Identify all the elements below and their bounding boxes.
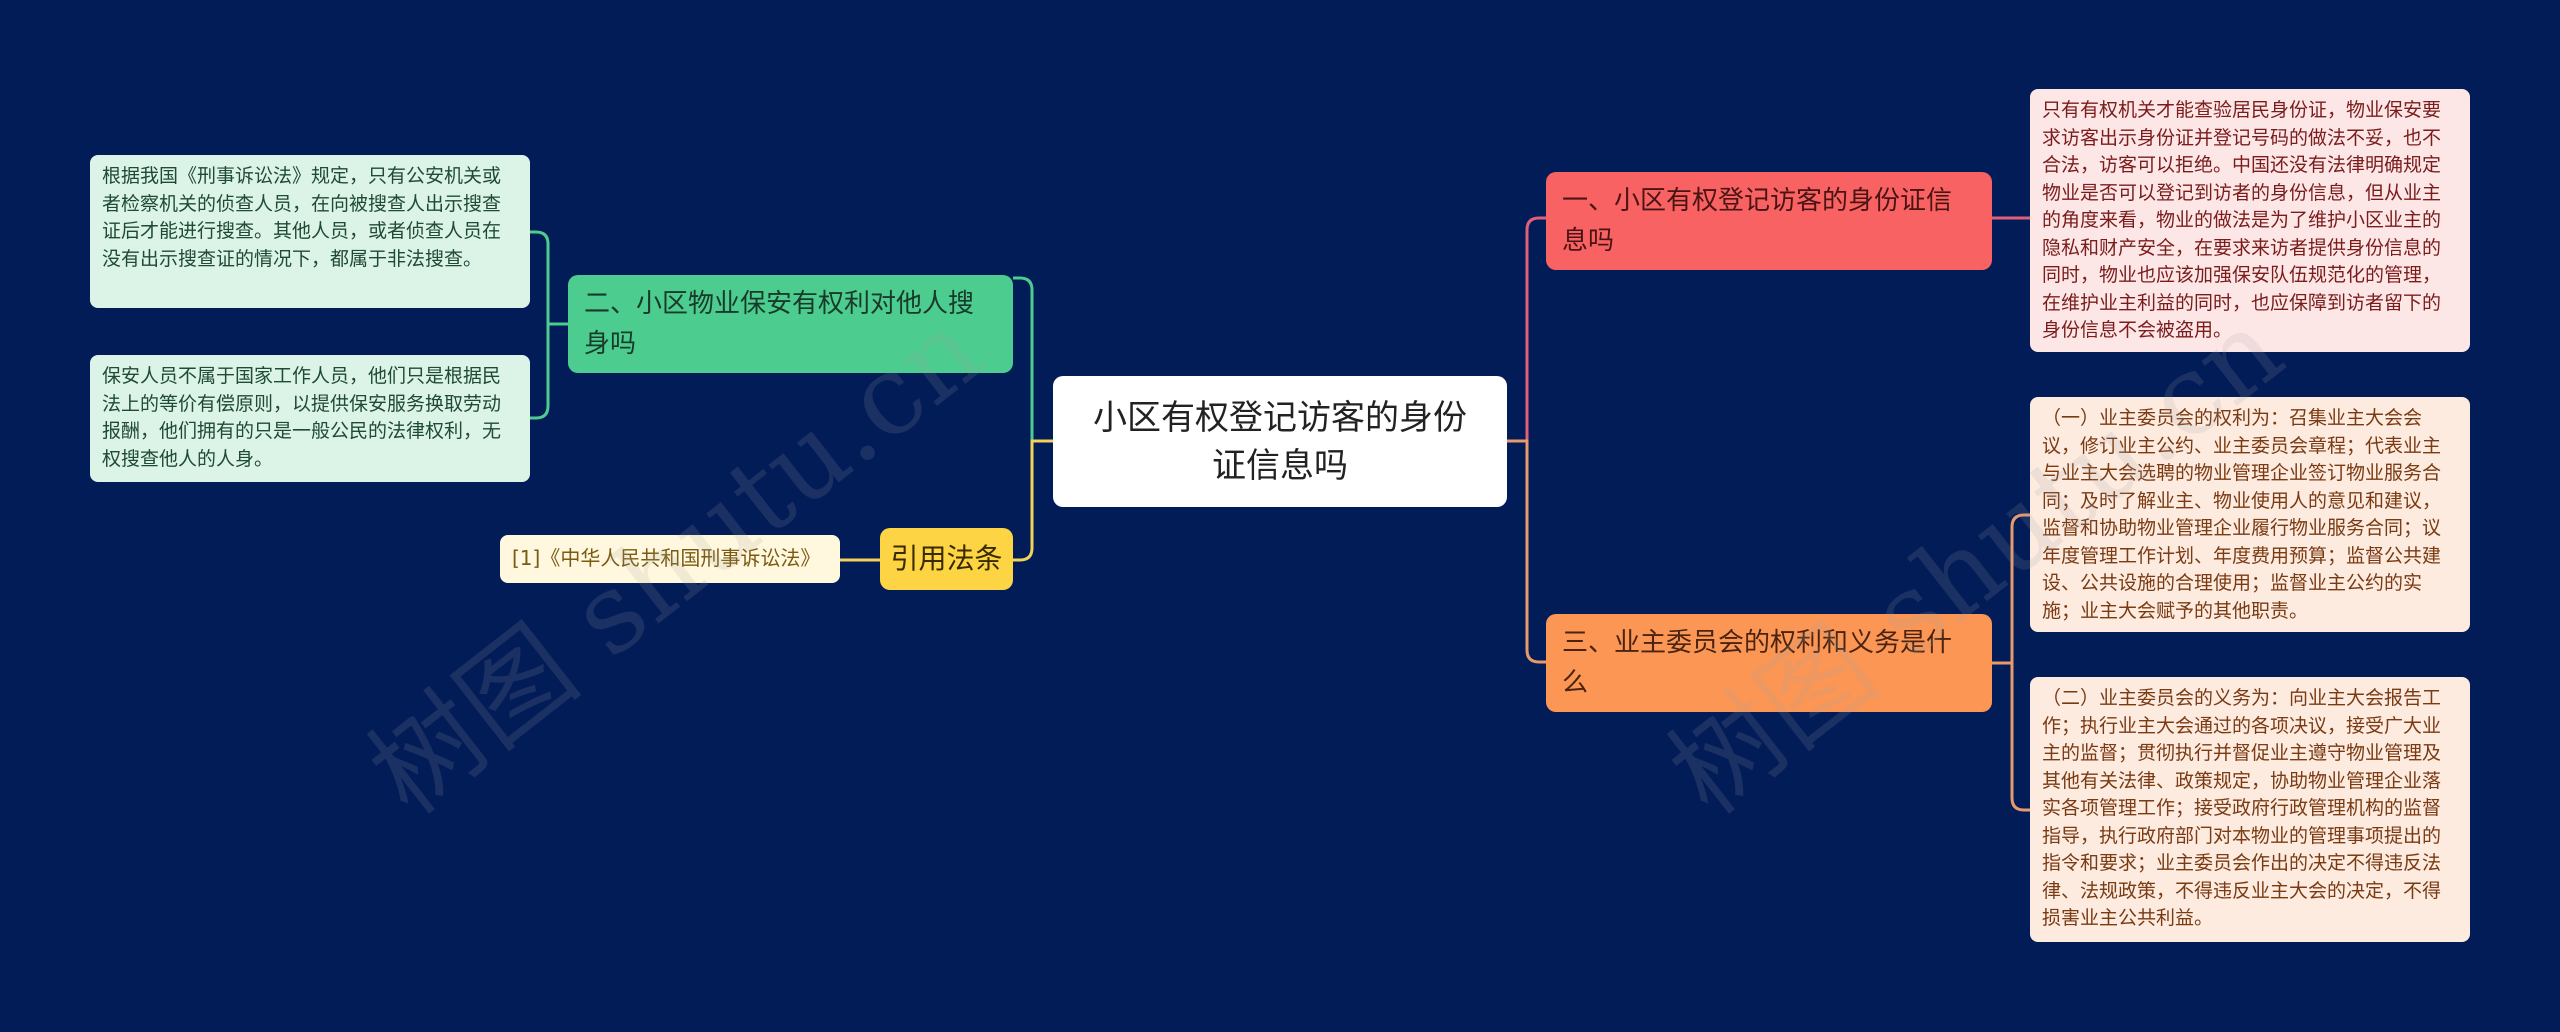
branch-security-search[interactable]: 二、小区物业保安有权利对他人搜身吗 <box>568 275 1013 373</box>
branch-owners-committee[interactable]: 三、业主委员会的权利和义务是什么 <box>1546 614 1992 712</box>
note-criminal-procedure[interactable]: 根据我国《刑事诉讼法》规定，只有公安机关或者检察机关的侦查人员，在向被搜查人出示… <box>90 155 530 308</box>
branch-label: 一、小区有权登记访客的身份证信息吗 <box>1562 186 1953 256</box>
branch-register-visitor-id[interactable]: 一、小区有权登记访客的身份证信息吗 <box>1546 172 1992 270</box>
branch-label: 引用法条 <box>890 542 1003 575</box>
note-text: 根据我国《刑事诉讼法》规定，只有公安机关或者检察机关的侦查人员，在向被搜查人出示… <box>102 165 502 270</box>
central-topic-label: 小区有权登记访客的身份证信息吗 <box>1093 397 1467 486</box>
note-law-reference[interactable]: [1]《中华人民共和国刑事诉讼法》 <box>500 535 840 583</box>
note-id-check-authority[interactable]: 只有有权机关才能查验居民身份证，物业保安要求访客出示身份证并登记号码的做法不妥，… <box>2030 89 2470 352</box>
note-committee-rights[interactable]: （一）业主委员会的权利为：召集业主大会会议，修订业主公约、业主委员会章程；代表业… <box>2030 397 2470 632</box>
note-text: [1]《中华人民共和国刑事诉讼法》 <box>512 546 821 571</box>
note-text: （一）业主委员会的权利为：召集业主大会会议，修订业主公约、业主委员会章程；代表业… <box>2042 407 2442 622</box>
branch-cited-law[interactable]: 引用法条 <box>880 528 1013 590</box>
note-text: （二）业主委员会的义务为：向业主大会报告工作；执行业主大会通过的各项决议，接受广… <box>2042 687 2442 929</box>
branch-label: 三、业主委员会的权利和义务是什么 <box>1562 628 1953 698</box>
note-text: 保安人员不属于国家工作人员，他们只是根据民法上的等价有偿原则，以提供保安服务换取… <box>102 365 502 470</box>
note-committee-duties[interactable]: （二）业主委员会的义务为：向业主大会报告工作；执行业主大会通过的各项决议，接受广… <box>2030 677 2470 942</box>
note-security-not-state-staff[interactable]: 保安人员不属于国家工作人员，他们只是根据民法上的等价有偿原则，以提供保安服务换取… <box>90 355 530 482</box>
central-topic[interactable]: 小区有权登记访客的身份证信息吗 <box>1053 376 1507 507</box>
note-text: 只有有权机关才能查验居民身份证，物业保安要求访客出示身份证并登记号码的做法不妥，… <box>2042 99 2442 341</box>
branch-label: 二、小区物业保安有权利对他人搜身吗 <box>584 289 975 359</box>
